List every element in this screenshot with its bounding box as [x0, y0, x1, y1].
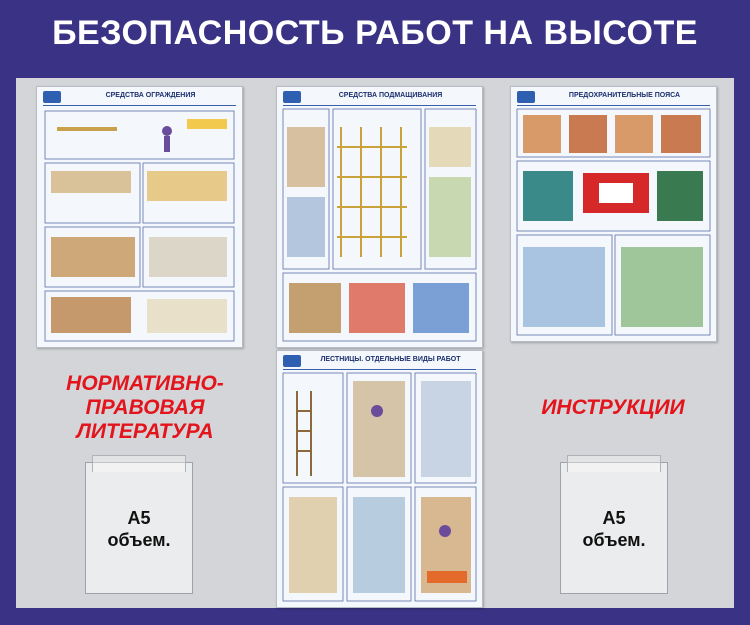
- a5-pocket-left[interactable]: А5 объем.: [85, 455, 193, 594]
- pocket-volume: объем.: [582, 530, 646, 550]
- section-label-instructions: ИНСТРУКЦИИ: [541, 396, 685, 419]
- logo-icon: [283, 91, 301, 103]
- poster-title: ЛЕСТНИЦЫ. ОТДЕЛЬНЫЕ ВИДЫ РАБОТ: [320, 356, 461, 363]
- pocket-label: А5 объем.: [561, 507, 667, 551]
- poster-fencing[interactable]: СРЕДСТВА ОГРАЖДЕНИЯ: [36, 86, 243, 348]
- pocket-label: А5 объем.: [86, 507, 192, 551]
- poster-illustration-ladders: [282, 372, 477, 602]
- poster-illustration-scaffold: [282, 108, 477, 342]
- poster-belts[interactable]: ПРЕДОХРАНИТЕЛЬНЫЕ ПОЯСА: [510, 86, 717, 342]
- section-label-regulatory-literature: НОРМАТИВНО- ПРАВОВАЯ ЛИТЕРАТУРА: [40, 372, 250, 444]
- pocket-back: [567, 455, 661, 472]
- poster-title: ПРЕДОХРАНИТЕЛЬНЫЕ ПОЯСА: [568, 92, 681, 99]
- pocket-format: А5: [127, 508, 151, 528]
- poster-scaffold[interactable]: СРЕДСТВА ПОДМАЩИВАНИЯ: [276, 86, 483, 348]
- poster-illustration-belts: [516, 108, 711, 336]
- poster-title: СРЕДСТВА ПОДМАЩИВАНИЯ: [338, 92, 443, 99]
- label-line: НОРМАТИВНО-: [66, 372, 224, 395]
- label-line: ПРАВОВАЯ: [85, 396, 205, 419]
- poster-header: ПРЕДОХРАНИТЕЛЬНЫЕ ПОЯСА: [517, 91, 710, 106]
- board-title: БЕЗОПАСНОСТЬ РАБОТ НА ВЫСОТЕ: [52, 14, 698, 52]
- label-line: ЛИТЕРАТУРА: [76, 420, 214, 443]
- poster-illustration-fencing: [44, 110, 235, 342]
- poster-ladders[interactable]: ЛЕСТНИЦЫ. ОТДЕЛЬНЫЕ ВИДЫ РАБОТ: [276, 350, 483, 608]
- pocket-format: А5: [602, 508, 626, 528]
- logo-icon: [283, 355, 301, 367]
- poster-header: ЛЕСТНИЦЫ. ОТДЕЛЬНЫЕ ВИДЫ РАБОТ: [283, 355, 476, 370]
- pocket-back: [92, 455, 186, 472]
- logo-icon: [517, 91, 535, 103]
- poster-header: СРЕДСТВА ОГРАЖДЕНИЯ: [43, 91, 236, 106]
- logo-icon: [43, 91, 61, 103]
- pocket-volume: объем.: [107, 530, 171, 550]
- poster-title: СРЕДСТВА ОГРАЖДЕНИЯ: [105, 92, 196, 99]
- poster-header: СРЕДСТВА ПОДМАЩИВАНИЯ: [283, 91, 476, 106]
- a5-pocket-right[interactable]: А5 объем.: [560, 455, 668, 594]
